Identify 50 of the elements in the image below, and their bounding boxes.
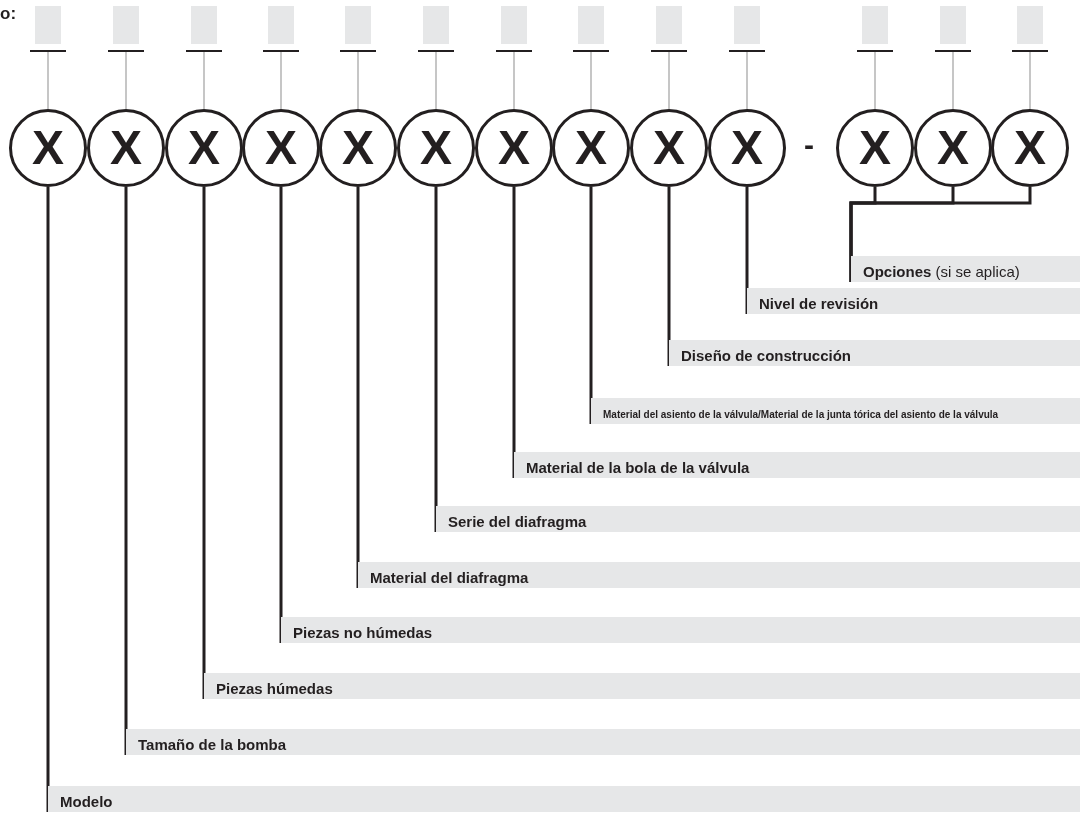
leader-line: [668, 51, 670, 110]
connector-line: [202, 187, 206, 699]
code-letter: X: [1014, 124, 1046, 172]
heading-fragment: o:: [0, 4, 17, 24]
label-bar: Piezas no húmedas: [281, 617, 1080, 643]
code-letter: X: [731, 124, 763, 172]
connector-line: [512, 187, 516, 478]
code-letter: X: [188, 124, 220, 172]
label-bar: Diseño de construcción: [669, 340, 1080, 366]
label-bar: Material del asiento de la válvula/Material de la junta tórica del asiento de la válvula: [591, 398, 1080, 424]
leader-line: [280, 51, 282, 110]
label-bar: Piezas húmedas: [204, 673, 1080, 699]
code-letter: X: [937, 124, 969, 172]
leader-line: [435, 51, 437, 110]
label-bar: Material del diafragma: [358, 562, 1080, 588]
leader-line: [513, 51, 515, 110]
label-bar: Nivel de revisión: [747, 288, 1080, 314]
separator-dash: -: [804, 128, 814, 162]
connector-line: [745, 187, 749, 314]
leader-line: [357, 51, 359, 110]
code-letter: X: [859, 124, 891, 172]
leader-line: [952, 51, 954, 110]
connector-line: [46, 187, 50, 812]
connector-line: [589, 187, 593, 424]
code-letter: X: [342, 124, 374, 172]
code-letter: X: [575, 124, 607, 172]
code-letter: X: [32, 124, 64, 172]
connector-line: [124, 187, 128, 755]
code-letter: X: [110, 124, 142, 172]
connector-line: [667, 187, 671, 366]
connector-line: [434, 187, 438, 532]
code-letter: X: [653, 124, 685, 172]
connector-line: [356, 187, 360, 588]
code-letter: X: [498, 124, 530, 172]
label-bar: Material de la bola de la válvula: [514, 452, 1080, 478]
label-bar: Tamaño de la bomba: [126, 729, 1080, 755]
label-bar: Serie del diafragma: [436, 506, 1080, 532]
label-bar: Opciones (si se aplica): [851, 256, 1080, 282]
leader-line: [125, 51, 127, 110]
leader-line: [203, 51, 205, 110]
leader-line: [47, 51, 49, 110]
connector-line: [279, 187, 283, 643]
code-letter: X: [265, 124, 297, 172]
label-bar: Modelo: [48, 786, 1080, 812]
leader-line: [1029, 51, 1031, 110]
leader-line: [590, 51, 592, 110]
leader-line: [746, 51, 748, 110]
code-letter: X: [420, 124, 452, 172]
leader-line: [874, 51, 876, 110]
connector-line: [849, 187, 1032, 282]
